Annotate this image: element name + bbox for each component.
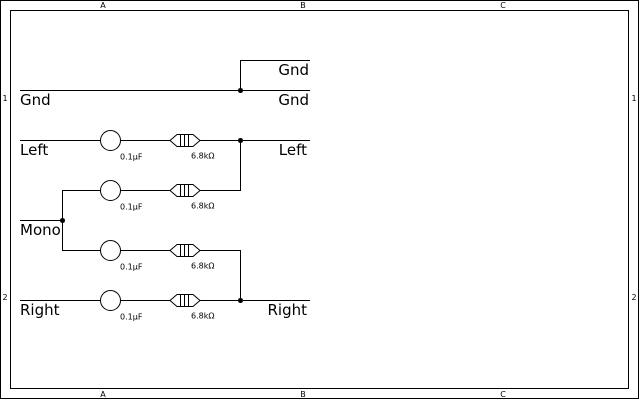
junction-dot [60, 218, 65, 223]
col-ref-c-top: C [500, 1, 506, 10]
component-pair: 0.1µF 6.8kΩ [100, 290, 214, 322]
capacitor-value: 0.1µF [120, 313, 143, 322]
col-ref-b-bottom: B [300, 390, 306, 399]
row-ref-2-right: 2 [631, 293, 636, 302]
resistor-value: 6.8kΩ [191, 202, 214, 211]
junction-dot [238, 138, 243, 143]
wires [20, 60, 310, 301]
resistor-value: 6.8kΩ [191, 312, 214, 321]
net-label-mono: Mono [20, 221, 61, 239]
capacitor-symbol [100, 290, 121, 311]
capacitor-value: 0.1µF [120, 153, 143, 162]
net-label-gnd-top: Gnd [278, 61, 309, 79]
capacitor-value: 0.1µF [120, 203, 143, 212]
net-label-right-out: Right [268, 301, 308, 319]
row-ref-1-left: 1 [2, 94, 7, 103]
junction-dot [238, 88, 243, 93]
resistor-value: 6.8kΩ [191, 262, 214, 271]
col-ref-b-top: B [300, 1, 306, 10]
net-label-left-in: Left [20, 141, 48, 159]
net-label-right-in: Right [20, 301, 60, 319]
net-label-gnd: Gnd [20, 91, 51, 109]
col-ref-c-bottom: C [500, 390, 506, 399]
col-ref-a-bottom: A [100, 390, 106, 399]
capacitor-value: 0.1µF [120, 263, 143, 272]
component-pair: 0.1µF 6.8kΩ [100, 130, 214, 162]
inner-border [10, 10, 629, 389]
resistor-symbol [169, 134, 201, 147]
resistor-symbol [169, 244, 201, 257]
component-pair: 0.1µF 6.8kΩ [100, 180, 214, 212]
capacitor-symbol [100, 180, 121, 201]
resistor-symbol [169, 184, 201, 197]
resistor-symbol [169, 294, 201, 307]
capacitor-symbol [100, 240, 121, 261]
net-label-left-out: Left [279, 141, 307, 159]
col-ref-a-top: A [100, 1, 106, 10]
row-ref-1-right: 1 [631, 94, 636, 103]
row-ref-2-left: 2 [2, 293, 7, 302]
resistor-value: 6.8kΩ [191, 152, 214, 161]
capacitor-symbol [100, 130, 121, 151]
junction-dot [238, 298, 243, 303]
net-label-gnd-out: Gnd [278, 91, 309, 109]
component-pair: 0.1µF 6.8kΩ [100, 240, 214, 272]
